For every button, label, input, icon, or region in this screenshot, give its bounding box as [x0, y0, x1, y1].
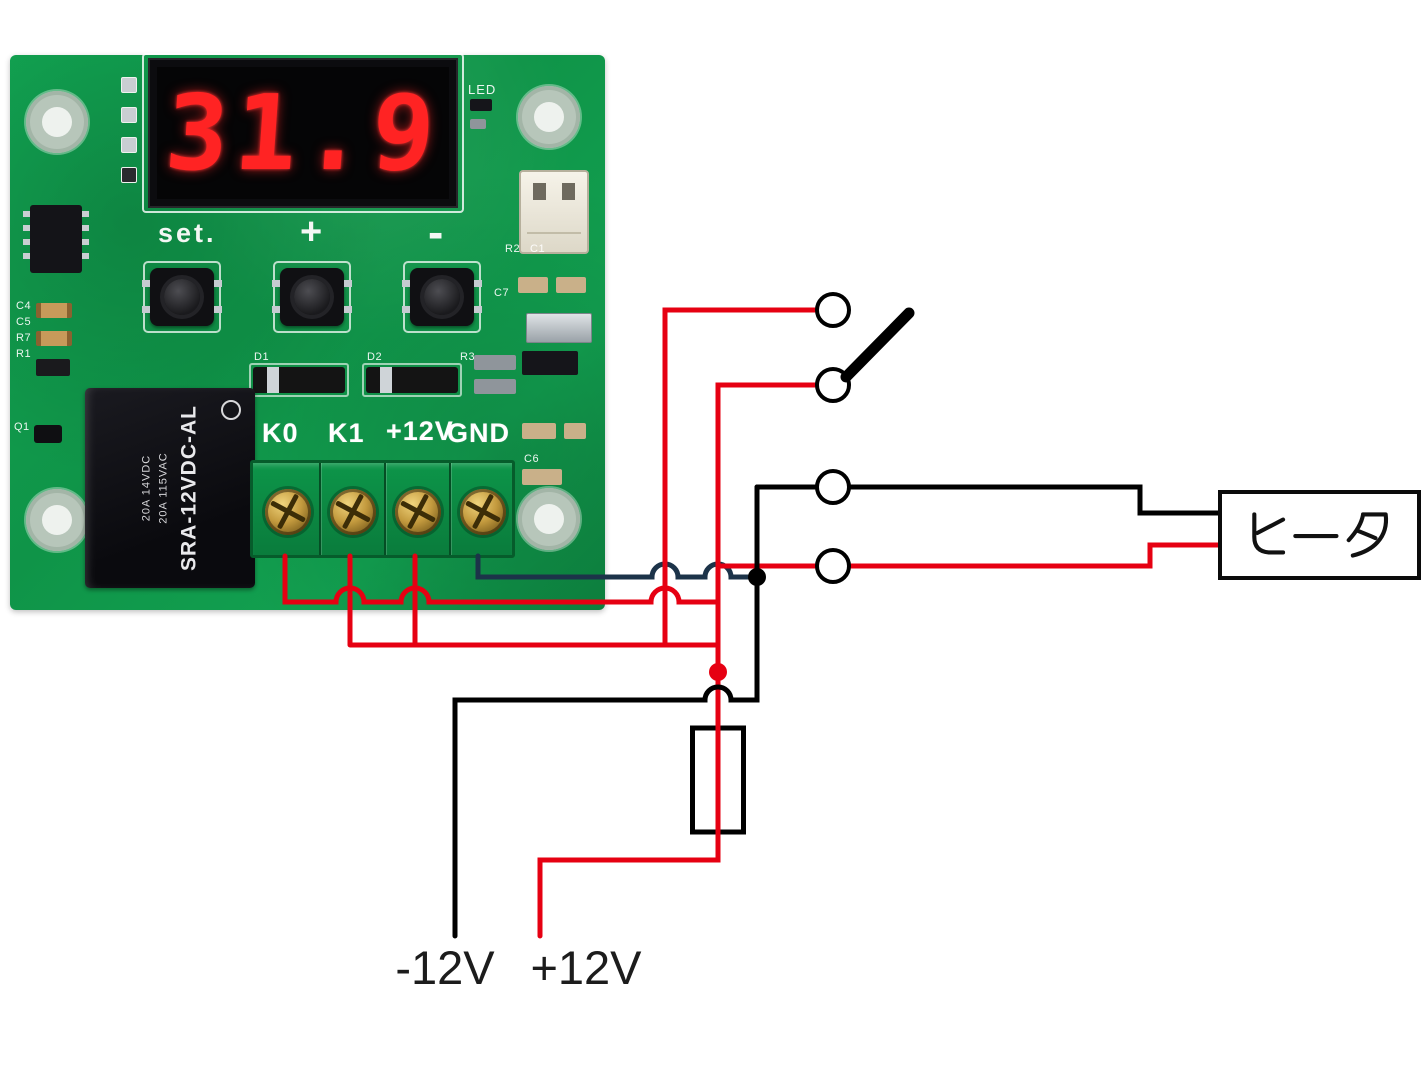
minus-button-label: -	[428, 206, 444, 258]
terminal-label-gnd: GND	[447, 418, 510, 448]
led-component	[470, 99, 492, 111]
relay: 20A 14VDC 20A 115VAC SRA-12VDC-AL	[85, 388, 255, 588]
led-label: LED	[468, 82, 497, 97]
smd-pad	[121, 77, 137, 93]
heater-box: ヒータ	[1218, 490, 1421, 580]
ref-c7: C7	[494, 287, 510, 299]
switch-lever	[840, 307, 915, 383]
ref-c1: C1	[530, 243, 546, 255]
terminal-label-k0: K0	[262, 418, 299, 448]
mounting-hole	[518, 86, 580, 148]
wire-switch-a-lead	[662, 307, 821, 648]
button-silkscreen-frame	[403, 261, 481, 333]
terminal-screw-gnd	[460, 489, 506, 535]
ref-r2: R2	[505, 243, 521, 255]
switch-terminal-top	[815, 292, 851, 328]
red-wires	[282, 307, 1221, 939]
resistor	[36, 331, 72, 346]
ref-r3: R3	[460, 351, 476, 363]
heater-label-glyphs	[1251, 512, 1388, 558]
jst-connector	[519, 170, 589, 254]
ref-c5: C5	[16, 316, 32, 328]
mounting-hole	[26, 91, 88, 153]
capacitor	[522, 423, 556, 439]
ref-c4: C4	[16, 300, 32, 312]
set-button-label: set.	[158, 218, 217, 248]
wire-k1-12v-bus	[347, 553, 721, 648]
resistor	[474, 379, 516, 394]
capacitor	[36, 359, 70, 376]
resistor	[470, 119, 486, 129]
terminal-divider	[319, 463, 321, 555]
button-cap	[164, 279, 200, 315]
black-wires	[452, 484, 1221, 939]
plus-button	[272, 268, 344, 326]
diode-d1	[253, 367, 345, 393]
inductor	[526, 313, 592, 343]
smd-pad	[121, 137, 137, 153]
smd-pad	[121, 107, 137, 123]
ref-d2: D2	[367, 351, 383, 363]
junction-dot-red	[709, 663, 727, 681]
pcb-board: 31.9 LED set. + - R2 C1 C4 C5 R7 R1 Q1	[10, 53, 605, 610]
resistor	[474, 355, 516, 370]
wire-heater-black	[846, 484, 1221, 516]
display-silkscreen-frame	[142, 53, 464, 213]
button-cap	[294, 279, 330, 315]
ic-small	[522, 351, 578, 375]
mounting-hole	[518, 488, 580, 550]
plus-button-label: +	[300, 211, 323, 253]
ref-r7: R7	[16, 332, 32, 344]
junction-dot-black	[748, 568, 766, 586]
heater-terminal-red	[815, 548, 851, 584]
diode-d2	[366, 367, 458, 393]
terminal-label-k1: K1	[328, 418, 365, 448]
button-silkscreen-frame	[143, 261, 221, 333]
wire-negative-supply	[452, 484, 760, 939]
wire-heater-red	[715, 542, 1221, 569]
terminal-screw-12v	[395, 489, 441, 535]
wire-positive-supply	[537, 669, 721, 939]
resistor	[36, 303, 72, 318]
capacitor	[518, 277, 548, 293]
capacitor	[564, 423, 586, 439]
button-silkscreen-frame	[273, 261, 351, 333]
mounting-hole	[26, 489, 88, 551]
terminal-screw-k0	[265, 489, 311, 535]
capacitor	[522, 469, 562, 485]
wire-switch-b-lead	[715, 382, 821, 675]
terminal-divider	[449, 463, 451, 555]
ref-d1: D1	[254, 351, 270, 363]
negative-supply-label: -12V	[395, 941, 495, 994]
terminal-divider	[384, 463, 386, 555]
smd-pad	[121, 167, 137, 183]
terminal-screw-k1	[330, 489, 376, 535]
seven-segment-display: 31.9	[148, 58, 458, 208]
set-button	[142, 268, 214, 326]
transistor	[34, 425, 62, 443]
ref-r1: R1	[16, 348, 32, 360]
diode-silkscreen-frame	[362, 363, 462, 397]
heater-terminal-black	[815, 469, 851, 505]
ic-chip	[23, 205, 89, 273]
capacitor	[556, 277, 586, 293]
minus-button	[402, 268, 474, 326]
ref-c6: C6	[524, 453, 540, 465]
relay-logo-icon	[221, 400, 241, 420]
terminal-label-12v: +12V	[386, 416, 454, 446]
button-cap	[424, 279, 460, 315]
ref-q1: Q1	[14, 421, 30, 433]
diode-silkscreen-frame	[249, 363, 349, 397]
positive-supply-label: +12V	[530, 941, 642, 994]
gnd-wire	[475, 553, 759, 580]
terminal-block	[250, 460, 515, 558]
